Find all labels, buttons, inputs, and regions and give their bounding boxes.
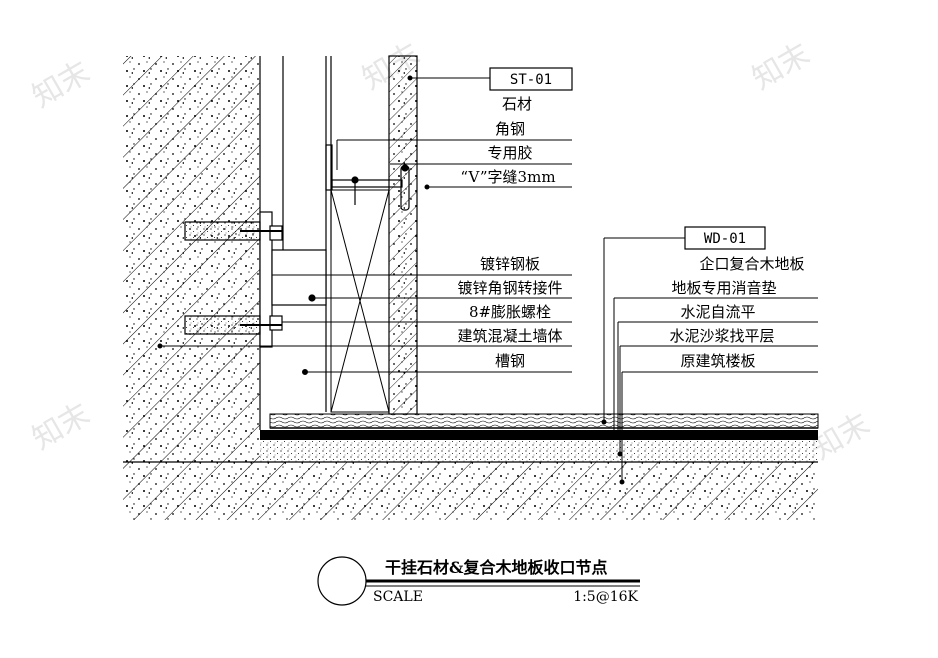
label-self-leveling: 水泥自流平: [680, 303, 755, 321]
stone-panel: [388, 55, 418, 415]
title-block: 干挂石材&复合木地板收口节点 SCALE 1:5@16K: [317, 556, 640, 606]
floor-slab: [123, 461, 818, 520]
label-sound-pad: 地板专用消音垫: [671, 279, 776, 297]
concrete-wall: [123, 56, 261, 462]
stone-tag-box: [489, 67, 573, 91]
watermark: 知末: [747, 37, 816, 97]
label-screed: 水泥沙浆找平层: [669, 327, 774, 345]
scale-label: SCALE: [373, 589, 423, 605]
label-v-joint: “V”字缝3mm: [460, 168, 555, 186]
watermark: 知末: [27, 55, 96, 115]
label-galvanized-plate: 镀锌钢板: [480, 255, 540, 273]
channel-steel: [282, 56, 332, 412]
label-channel-steel: 槽钢: [495, 352, 525, 370]
stone-tag: ST-01: [510, 72, 552, 88]
label-adhesive: 专用胶: [487, 144, 532, 162]
label-wood-floor: 企口复合木地板: [699, 255, 804, 273]
watermark: 知末: [27, 397, 96, 457]
leader-lines: [157, 75, 818, 485]
scale-value: 1:5@16K: [573, 589, 638, 605]
drawing-title: 干挂石材&复合木地板收口节点: [385, 558, 607, 577]
timber-frame: [330, 189, 390, 413]
label-expansion-bolt: 8#膨胀螺栓: [469, 303, 551, 321]
label-concrete-wall: 建筑混凝土墙体: [457, 327, 562, 345]
label-stone: 石材: [502, 95, 532, 113]
screed-layer: [260, 440, 818, 462]
wood-tag-box: [684, 226, 766, 250]
label-angle-steel: 角钢: [495, 120, 525, 138]
self-leveling-layer: [260, 430, 818, 440]
steel-plate-bolts: [184, 211, 327, 348]
label-angle-connector: 镀锌角钢转接件: [457, 279, 562, 297]
wood-tag: WD-01: [704, 231, 746, 247]
angle-steel: [325, 144, 410, 211]
label-floor-slab: 原建筑楼板: [680, 352, 755, 370]
wood-floor: [269, 413, 819, 429]
